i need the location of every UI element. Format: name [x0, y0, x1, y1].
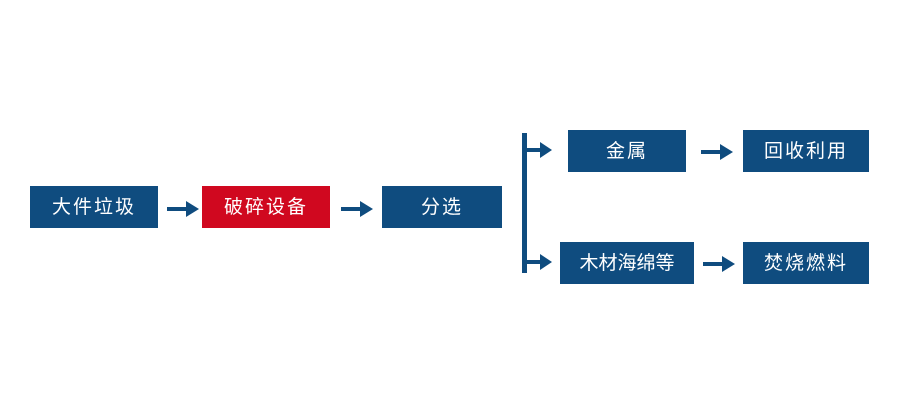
node-incineration-fuel[interactable]: 焚烧燃料: [743, 242, 869, 284]
arrow-crushing-to-sorting: [340, 196, 374, 222]
node-label: 焚烧燃料: [763, 251, 848, 274]
branch-arrow-to-wood-sponge: [525, 250, 553, 276]
node-metal[interactable]: 金属: [568, 130, 686, 172]
node-label: 回收利用: [763, 139, 848, 162]
node-label: 金属: [605, 139, 648, 162]
node-label: 大件垃圾: [51, 195, 136, 218]
node-sorting[interactable]: 分选: [382, 186, 502, 228]
node-wood-sponge[interactable]: 木材海绵等: [560, 242, 694, 284]
node-bulky-waste[interactable]: 大件垃圾: [30, 186, 158, 228]
node-recycling[interactable]: 回收利用: [743, 130, 869, 172]
node-label: 分选: [420, 195, 463, 218]
arrow-bulky-waste-to-crushing: [166, 196, 200, 222]
arrow-metal-to-recycling: [700, 139, 734, 165]
branch-arrow-to-metal: [525, 138, 553, 164]
arrow-wood-sponge-to-incineration: [702, 251, 736, 277]
node-crushing-equipment[interactable]: 破碎设备: [202, 186, 330, 228]
node-label: 木材海绵等: [579, 251, 675, 274]
branch-vertical-connector: [522, 133, 527, 273]
node-label: 破碎设备: [223, 195, 308, 218]
